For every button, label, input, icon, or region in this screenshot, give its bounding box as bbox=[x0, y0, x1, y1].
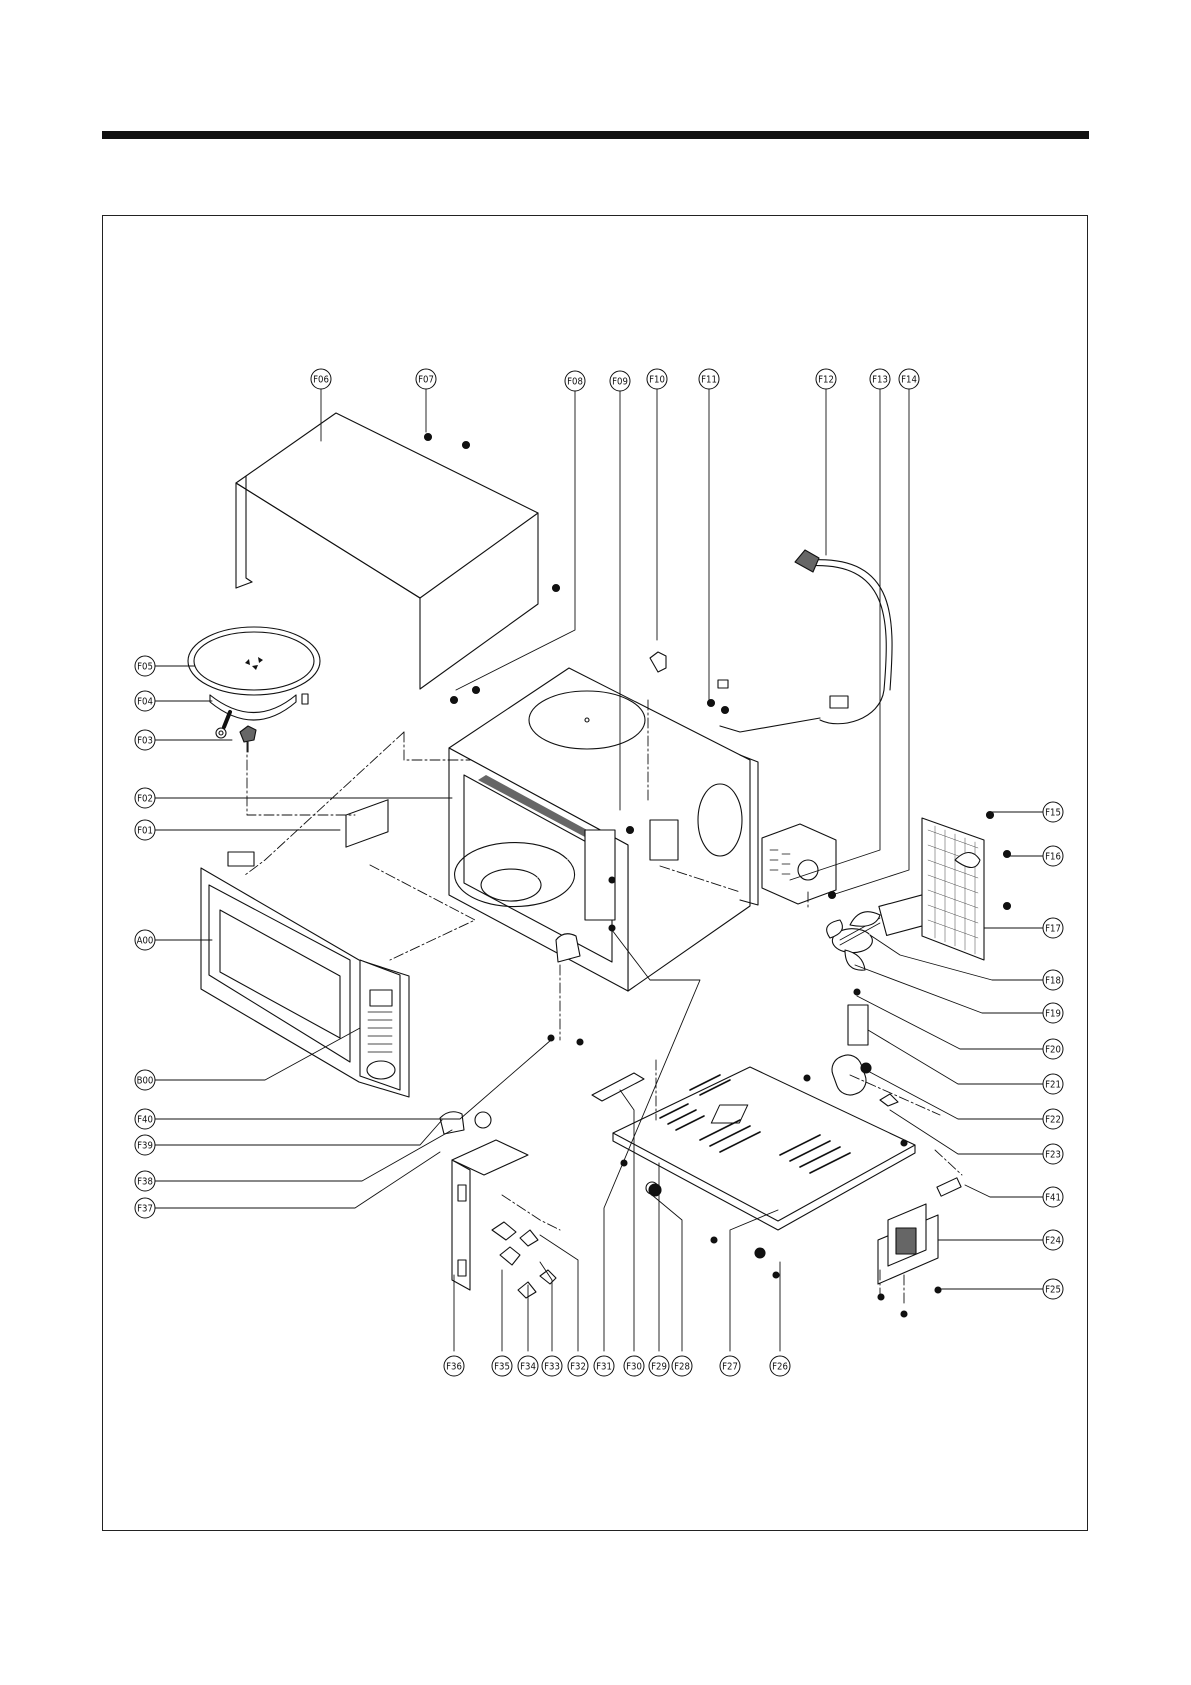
callout-f23: F23 bbox=[1043, 1144, 1063, 1164]
callout-label: F04 bbox=[137, 696, 153, 707]
callout-f17: F17 bbox=[1043, 918, 1063, 938]
callout-label: F19 bbox=[1045, 1008, 1061, 1019]
callout-f07: F07 bbox=[416, 369, 436, 389]
callout-f33: F33 bbox=[542, 1356, 562, 1376]
callout-label: F05 bbox=[137, 661, 153, 672]
callout-f27: F27 bbox=[720, 1356, 740, 1376]
callout-f34: F34 bbox=[518, 1356, 538, 1376]
callout-label: F14 bbox=[901, 374, 917, 385]
callout-label: F35 bbox=[494, 1361, 510, 1372]
callout-f13: F13 bbox=[870, 369, 890, 389]
callout-label: F36 bbox=[446, 1361, 462, 1372]
callout-label: F20 bbox=[1045, 1044, 1061, 1055]
callout-label: F40 bbox=[137, 1114, 153, 1125]
callout-f28: F28 bbox=[672, 1356, 692, 1376]
callout-f11: F11 bbox=[699, 369, 719, 389]
callout-label: F27 bbox=[722, 1361, 738, 1372]
callout-a00: A00 bbox=[135, 930, 155, 950]
callout-f20: F20 bbox=[1043, 1039, 1063, 1059]
callout-label: F41 bbox=[1045, 1192, 1061, 1203]
callout-f22: F22 bbox=[1043, 1109, 1063, 1129]
callout-f15: F15 bbox=[1043, 802, 1063, 822]
callout-f04: F04 bbox=[135, 691, 155, 711]
callout-label: F28 bbox=[674, 1361, 690, 1372]
callout-f31: F31 bbox=[594, 1356, 614, 1376]
callout-f08: F08 bbox=[565, 371, 585, 391]
magnetron bbox=[762, 824, 836, 904]
callout-f09: F09 bbox=[610, 371, 630, 391]
callout-label: F24 bbox=[1045, 1235, 1061, 1246]
callout-label: F09 bbox=[612, 376, 628, 387]
callout-label: F31 bbox=[596, 1361, 612, 1372]
callout-f10: F10 bbox=[647, 369, 667, 389]
callout-f16: F16 bbox=[1043, 846, 1063, 866]
callout-label: F25 bbox=[1045, 1284, 1061, 1295]
interlock-bracket bbox=[452, 1140, 556, 1298]
callout-f41: F41 bbox=[1043, 1187, 1063, 1207]
callout-f21: F21 bbox=[1043, 1074, 1063, 1094]
callout-label: F37 bbox=[137, 1203, 153, 1214]
callout-label: F18 bbox=[1045, 975, 1061, 986]
callout-label: F08 bbox=[567, 376, 583, 387]
callout-label: F07 bbox=[418, 374, 434, 385]
callout-label: F01 bbox=[137, 825, 153, 836]
callout-f38: F38 bbox=[135, 1171, 155, 1191]
callout-label: F33 bbox=[544, 1361, 560, 1372]
callout-label: B00 bbox=[137, 1075, 154, 1086]
callout-f18: F18 bbox=[1043, 970, 1063, 990]
callout-f19: F19 bbox=[1043, 1003, 1063, 1023]
callout-label: F12 bbox=[818, 374, 834, 385]
callout-b00: B00 bbox=[135, 1070, 155, 1090]
callout-label: F34 bbox=[520, 1361, 536, 1372]
callout-label: F15 bbox=[1045, 807, 1061, 818]
turntable-assembly bbox=[188, 627, 320, 752]
callout-f37: F37 bbox=[135, 1198, 155, 1218]
callout-label: F39 bbox=[137, 1140, 153, 1151]
callout-f02: F02 bbox=[135, 788, 155, 808]
callout-f40: F40 bbox=[135, 1109, 155, 1129]
callout-f39: F39 bbox=[135, 1135, 155, 1155]
door-assembly bbox=[201, 852, 409, 1097]
callout-label: F10 bbox=[649, 374, 665, 385]
callout-label: F06 bbox=[313, 374, 329, 385]
callout-f24: F24 bbox=[1043, 1230, 1063, 1250]
callout-label: F32 bbox=[570, 1361, 586, 1372]
callout-f35: F35 bbox=[492, 1356, 512, 1376]
callout-label: F29 bbox=[651, 1361, 667, 1372]
callout-label: F38 bbox=[137, 1176, 153, 1187]
callout-f03: F03 bbox=[135, 730, 155, 750]
transformer bbox=[878, 1204, 938, 1284]
callout-f32: F32 bbox=[568, 1356, 588, 1376]
callout-label: F17 bbox=[1045, 923, 1061, 934]
callout-f14: F14 bbox=[899, 369, 919, 389]
callout-label: F02 bbox=[137, 793, 153, 804]
callout-label: F11 bbox=[701, 374, 717, 385]
mesh-cover bbox=[922, 818, 984, 960]
callout-label: F16 bbox=[1045, 851, 1061, 862]
callout-label: F13 bbox=[872, 374, 888, 385]
callout-f36: F36 bbox=[444, 1356, 464, 1376]
callout-label: F30 bbox=[626, 1361, 642, 1372]
callout-label: F23 bbox=[1045, 1149, 1061, 1160]
callout-label: F26 bbox=[772, 1361, 788, 1372]
callout-label: F22 bbox=[1045, 1114, 1061, 1125]
base-plate bbox=[613, 1067, 915, 1258]
callout-f25: F25 bbox=[1043, 1279, 1063, 1299]
callout-f30: F30 bbox=[624, 1356, 644, 1376]
callout-label: F21 bbox=[1045, 1079, 1061, 1090]
power-cord bbox=[720, 550, 892, 732]
callout-label: A00 bbox=[137, 935, 154, 946]
callout-f26: F26 bbox=[770, 1356, 790, 1376]
callout-f01: F01 bbox=[135, 820, 155, 840]
callout-f05: F05 bbox=[135, 656, 155, 676]
callout-label: F03 bbox=[137, 735, 153, 746]
main-cavity bbox=[449, 668, 758, 991]
callout-f29: F29 bbox=[649, 1356, 669, 1376]
callout-f12: F12 bbox=[816, 369, 836, 389]
callout-f06: F06 bbox=[311, 369, 331, 389]
